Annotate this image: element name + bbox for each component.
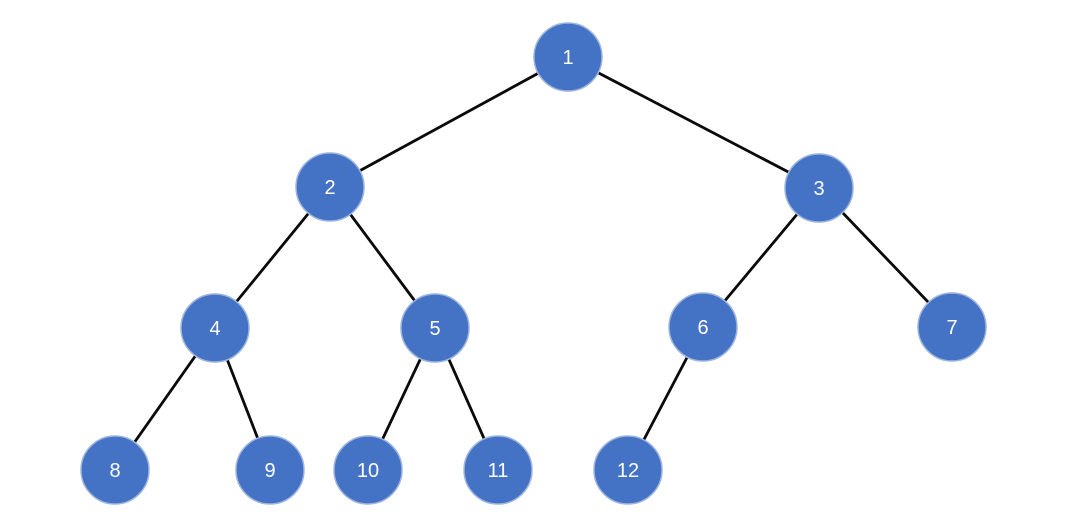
tree-node-2: 2: [295, 152, 365, 222]
tree-node-7: 7: [917, 292, 987, 362]
tree-node-circle-4: [180, 293, 250, 363]
tree-node-circle-7: [917, 292, 987, 362]
tree-node-label-4: 4: [209, 318, 220, 340]
tree-node-circle-6: [668, 292, 738, 362]
tree-node-label-11: 11: [488, 460, 509, 482]
tree-node-label-9: 9: [264, 460, 275, 482]
tree-node-circle-1: [533, 22, 603, 92]
tree-node-3: 3: [784, 153, 854, 223]
tree-node-label-12: 12: [617, 460, 639, 482]
tree-node-5: 5: [400, 293, 470, 363]
tree-node-label-7: 7: [946, 317, 957, 339]
tree-node-label-1: 1: [562, 47, 573, 69]
tree-node-10: 10: [333, 435, 403, 505]
tree-node-label-6: 6: [697, 317, 708, 339]
tree-node-circle-12: [593, 435, 663, 505]
tree-node-label-2: 2: [324, 177, 335, 199]
tree-node-9: 9: [235, 435, 305, 505]
tree-node-circle-9: [235, 435, 305, 505]
tree-node-6: 6: [668, 292, 738, 362]
tree-node-8: 8: [80, 435, 150, 505]
tree-node-label-10: 10: [357, 460, 379, 482]
tree-node-4: 4: [180, 293, 250, 363]
tree-node-11: 11: [463, 435, 533, 505]
tree-edges-layer: [113, 55, 954, 472]
tree-node-label-8: 8: [109, 460, 120, 482]
tree-node-label-3: 3: [813, 178, 824, 200]
tree-node-circle-10: [333, 435, 403, 505]
tree-node-circle-11: [463, 435, 533, 505]
tree-node-circle-8: [80, 435, 150, 505]
tree-node-12: 12: [593, 435, 663, 505]
tree-edge-1-2: [328, 55, 570, 189]
tree-node-label-5: 5: [429, 318, 440, 340]
tree-edge-1-3: [566, 55, 821, 190]
tree-node-circle-3: [784, 153, 854, 223]
tree-node-1: 1: [533, 22, 603, 92]
tree-node-circle-5: [400, 293, 470, 363]
tree-node-circle-2: [295, 152, 365, 222]
